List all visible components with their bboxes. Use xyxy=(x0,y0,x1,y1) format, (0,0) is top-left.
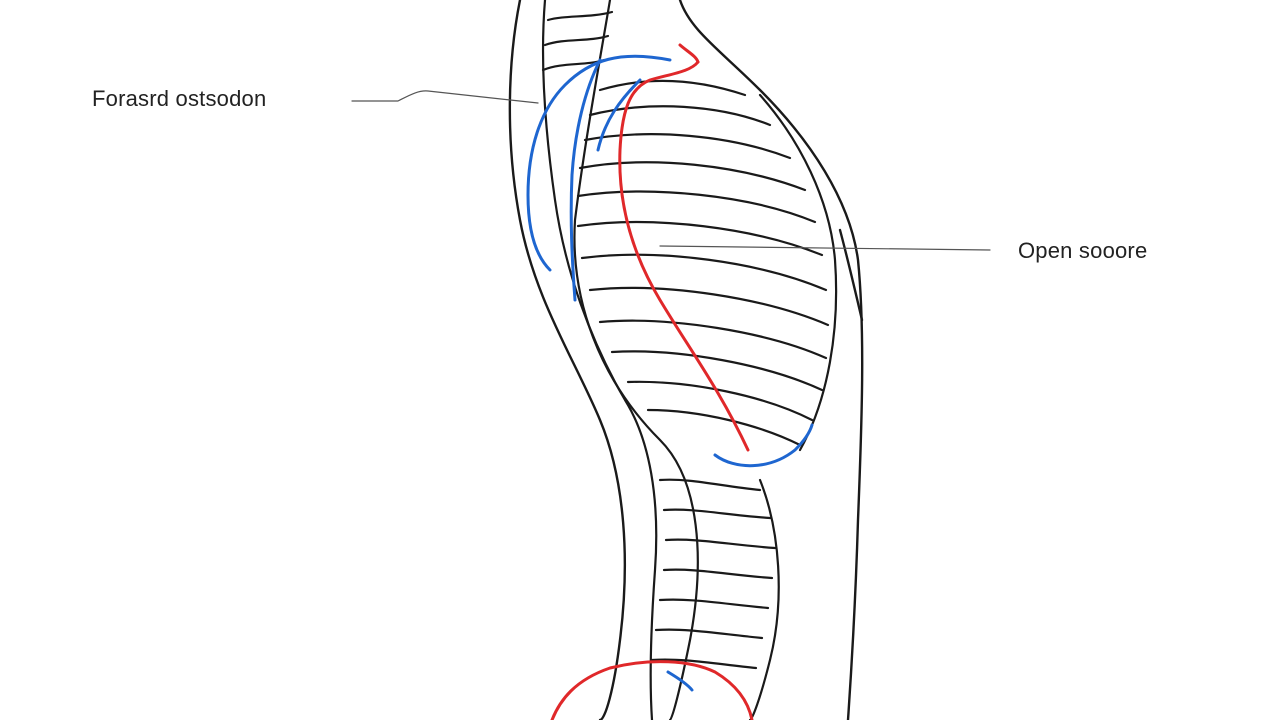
label-right: Open sooore xyxy=(1018,238,1148,263)
rib-11 xyxy=(626,380,814,422)
artery-top xyxy=(678,43,700,64)
vein xyxy=(526,54,814,692)
back-contour xyxy=(508,0,627,720)
front-contour xyxy=(678,0,864,720)
rib-6 xyxy=(576,220,824,257)
rib-7 xyxy=(580,253,828,292)
spine-column-front xyxy=(573,0,699,720)
vertebra-9 xyxy=(654,628,764,640)
ribcage-front-edge xyxy=(758,93,838,452)
artery xyxy=(550,43,754,720)
leader-line-right xyxy=(659,245,991,251)
label-left: Forasrd ostsodon xyxy=(92,86,267,111)
rib-5 xyxy=(576,190,817,224)
vein-pelvis xyxy=(666,670,694,692)
shoulder-contour xyxy=(838,228,864,322)
artery-pelvis xyxy=(550,660,754,720)
rib-3 xyxy=(583,133,792,160)
vertebra-5 xyxy=(662,508,772,520)
rib-10 xyxy=(610,350,824,392)
leader-lines xyxy=(351,90,991,251)
rib-8 xyxy=(588,286,830,327)
ribcage xyxy=(576,79,838,452)
vertebra-2 xyxy=(543,34,610,47)
rib-9 xyxy=(598,319,828,360)
rib-1 xyxy=(598,79,747,97)
vein-branch-2 xyxy=(596,78,642,152)
vertebra-body-front xyxy=(748,478,780,720)
vertebra-4 xyxy=(658,478,762,492)
body-outline xyxy=(508,0,864,720)
leader-line-left xyxy=(351,90,539,104)
artery-main xyxy=(618,60,750,452)
vein-lower xyxy=(713,423,814,468)
vertebra-1 xyxy=(546,10,614,22)
vertebra-6 xyxy=(664,538,777,550)
rib-2 xyxy=(588,105,772,127)
rib-12 xyxy=(646,408,802,447)
vertebra-7 xyxy=(662,568,774,580)
rib-4 xyxy=(578,161,807,192)
vertebra-10 xyxy=(650,658,758,670)
spine-column-back xyxy=(541,0,658,720)
spine xyxy=(541,0,780,720)
vertebra-8 xyxy=(658,598,770,610)
vein-main xyxy=(526,54,672,272)
vein-branch-1 xyxy=(569,58,602,302)
